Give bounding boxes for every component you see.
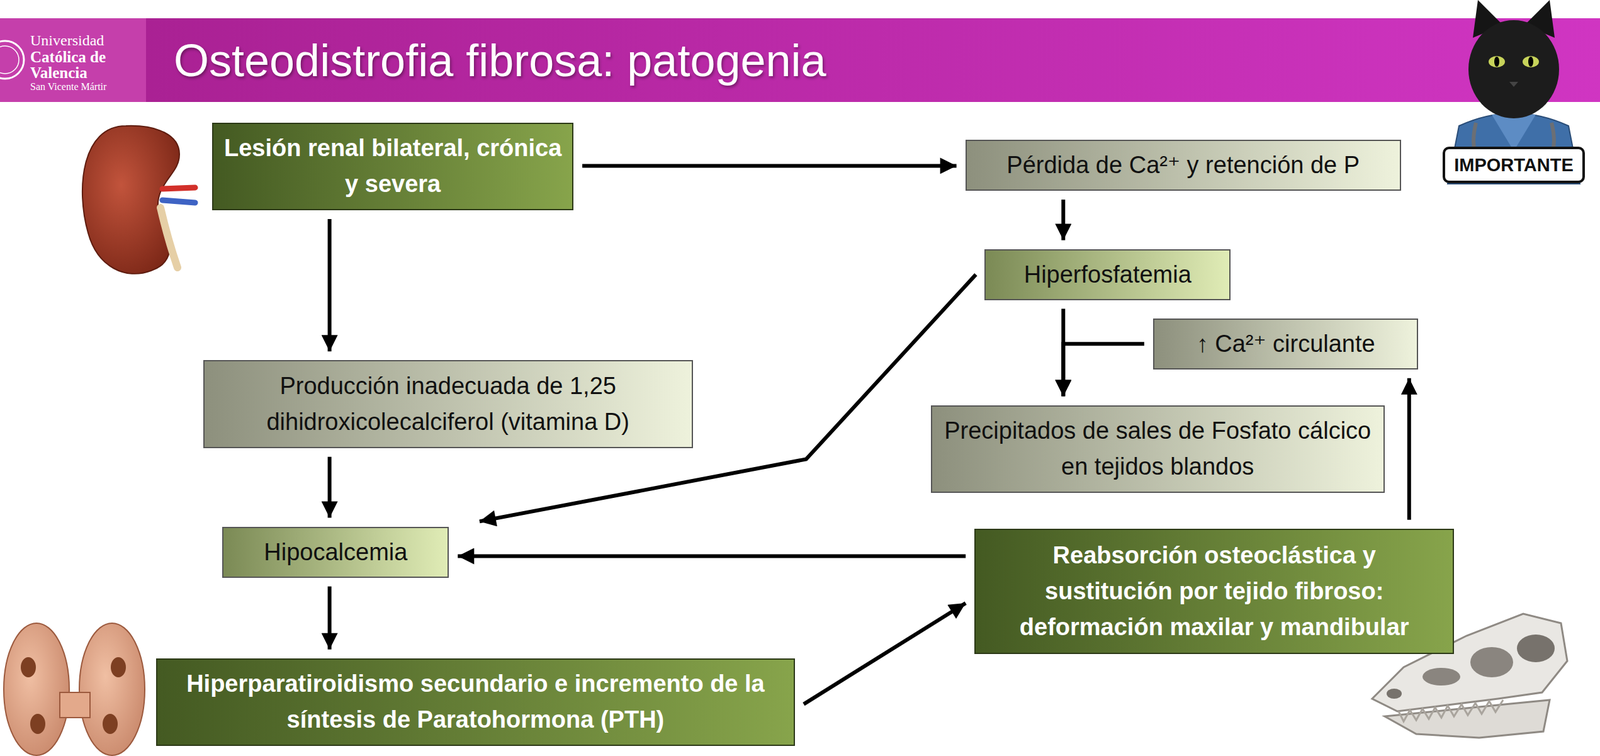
arrow-connector — [327, 586, 332, 650]
node-text: Precipitados de sales de Fosfato cálcico… — [942, 412, 1374, 485]
node-text: ↑ Ca²⁺ circulante — [1196, 326, 1376, 362]
illustration-part — [162, 187, 196, 189]
logo-text: Católica de — [30, 47, 106, 67]
kidney-illustration — [82, 125, 196, 274]
arrow-connector — [582, 163, 957, 168]
illustration-part — [1522, 56, 1539, 68]
node-text: Lesión renal bilateral, crónica y severa — [223, 130, 563, 203]
state-box: Hiperfosfatemia — [984, 249, 1231, 301]
illustration-part — [1494, 56, 1500, 67]
illustration-part — [162, 200, 196, 203]
illustration-part — [102, 713, 118, 734]
arrow-connector — [327, 219, 332, 352]
illustration-part — [1468, 20, 1560, 119]
node-text: Producción inadecuada de 1,25 dihidroxic… — [214, 368, 682, 440]
illustration-part — [0, 40, 24, 79]
illustration-part — [1398, 699, 1504, 722]
illustration-part — [79, 623, 145, 756]
illustration-part — [1470, 647, 1514, 678]
illustration-part — [110, 657, 126, 678]
illustration-part — [1488, 56, 1505, 68]
state-box: ↑ Ca²⁺ circulante — [1153, 318, 1419, 370]
illustration-part — [1386, 688, 1402, 699]
illustration-part — [3, 623, 70, 756]
node-text: Hiperfosfatemia — [1024, 256, 1192, 293]
illustration-part — [1443, 147, 1584, 182]
arrow-connector — [803, 602, 966, 705]
process-box: Lesión renal bilateral, crónica y severa — [212, 122, 574, 211]
arrow-connector — [327, 456, 332, 519]
state-box: Hipocalcemia — [222, 526, 449, 578]
node-text: Hiperparatiroidismo secundario e increme… — [167, 665, 784, 738]
illustration-part — [0, 45, 19, 74]
parathyroid-illustration — [3, 623, 145, 756]
node-text: Hipocalcemia — [263, 534, 408, 571]
illustration-part — [1509, 81, 1519, 87]
slide-title: Osteodistrofia fibrosa: patogenia — [173, 18, 827, 102]
logo-text: Universidad — [30, 31, 104, 50]
process-box: Reabsorción osteoclástica y sustitución … — [974, 528, 1454, 654]
illustration-part — [1516, 634, 1555, 663]
illustration-part — [160, 207, 178, 268]
state-box: Pérdida de Ca²⁺ y retención de P — [965, 139, 1402, 191]
state-box: Precipitados de sales de Fosfato cálcico… — [930, 405, 1385, 493]
arrow-connector — [1063, 343, 1145, 396]
illustration-part — [59, 692, 91, 718]
header-band — [0, 18, 1600, 102]
logo-seal — [0, 40, 24, 79]
logo-text: Valencia — [30, 63, 88, 83]
process-box: Hiperparatiroidismo secundario e increme… — [156, 658, 795, 746]
cat-mascot — [1443, 0, 1584, 184]
logo-panel — [0, 18, 147, 102]
logo-text: San Vicente Mártir — [30, 80, 107, 93]
illustration-part — [1384, 699, 1550, 738]
illustration-part — [1422, 667, 1461, 686]
state-box: Producción inadecuada de 1,25 dihidroxic… — [203, 360, 693, 448]
arrow-connector — [457, 554, 966, 559]
badge-label: IMPORTANTE — [1443, 147, 1584, 182]
illustration-part — [30, 713, 46, 734]
arrow-connector — [1061, 199, 1065, 241]
arrow-connector — [1407, 378, 1412, 520]
node-text: Pérdida de Ca²⁺ y retención de P — [1006, 147, 1360, 184]
illustration-part — [20, 657, 36, 678]
illustration-part — [1528, 56, 1534, 67]
node-text: Reabsorción osteoclástica y sustitución … — [985, 537, 1443, 646]
illustration-part — [1491, 114, 1536, 152]
